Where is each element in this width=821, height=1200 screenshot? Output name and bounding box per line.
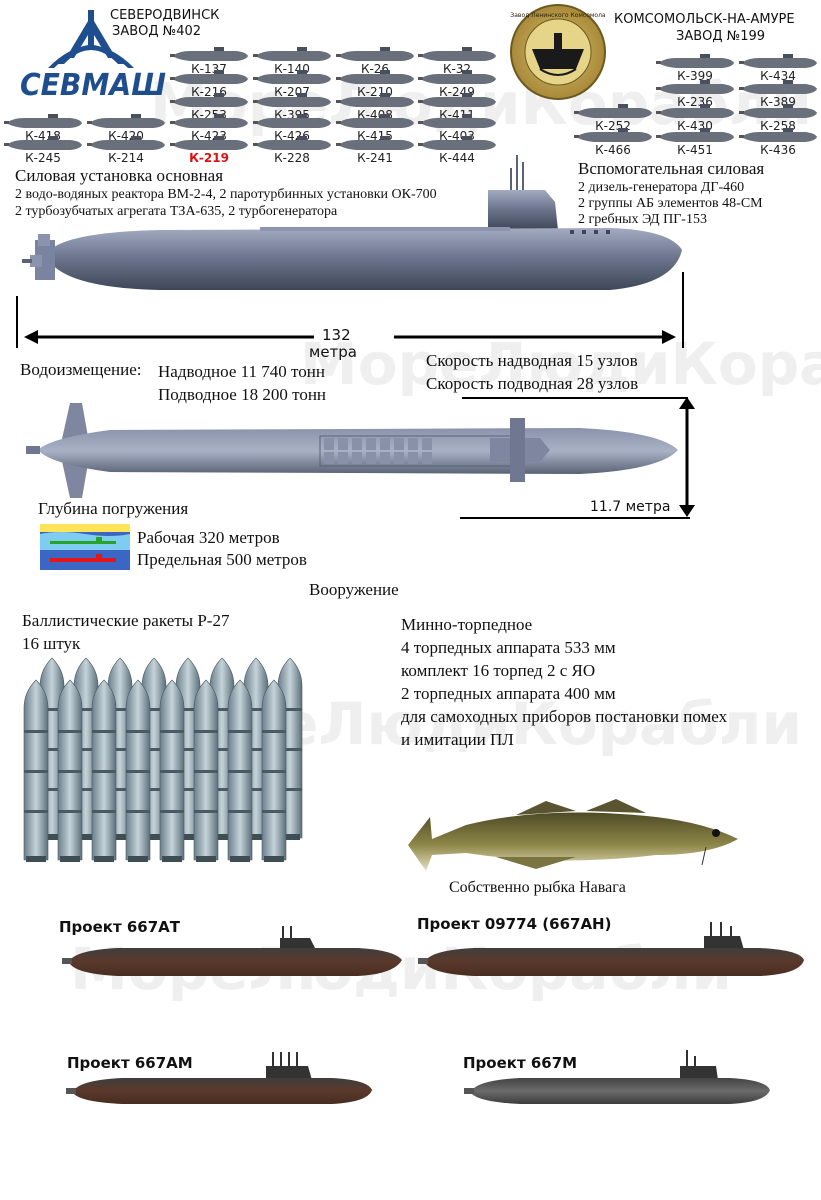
torpedo-line-1: 4 торпедных аппарата 533 мм — [401, 638, 616, 657]
project-09774-label: Проект 09774 (667АН) — [417, 915, 612, 933]
amur-boat-item: К-258 — [739, 102, 817, 136]
boat-label: К-245 — [25, 151, 61, 165]
boat-label: К-214 — [108, 151, 144, 165]
sevmash-logo-text: СЕВМАШ — [20, 68, 166, 100]
sevmash-plant: ЗАВОД №402 — [112, 24, 202, 39]
boat-label: К-466 — [595, 143, 631, 157]
aux-power-line-3: 2 гребных ЭД ПГ-153 — [578, 212, 707, 227]
boat-label: К-434 — [760, 69, 796, 83]
missiles-illustration — [23, 657, 303, 862]
depth-working: Рабочая 320 метров — [137, 528, 280, 547]
project-667m-label: Проект 667М — [463, 1054, 578, 1072]
emblem-text: Завод Ленинского Комсомола — [510, 12, 606, 19]
amur-plant: ЗАВОД №199 — [676, 29, 766, 44]
aux-power-line-2: 2 группы АБ элементов 48-СМ — [578, 196, 763, 211]
project-667m-submarine — [464, 1050, 770, 1104]
sevmash-boat-item: К-241 — [336, 134, 414, 168]
sevmash-boat-item: К-216 — [170, 68, 248, 102]
missile-item — [125, 679, 151, 862]
project-667at-submarine — [62, 926, 402, 976]
sevmash-boat-item: К-403 — [418, 112, 496, 146]
length-arrow-right-icon — [394, 330, 676, 344]
missile-item — [227, 679, 253, 862]
submarine-side-view — [22, 155, 682, 290]
amur-boat-item: К-399 — [656, 52, 734, 86]
missile-item — [23, 679, 49, 862]
boat-label: К-399 — [677, 69, 713, 83]
length-arrow-left-icon — [24, 330, 314, 344]
boat-label: К-219 — [189, 151, 229, 165]
displacement-label: Водоизмещение: — [20, 360, 142, 379]
main-power-line-1: 2 водо-водяных реактора ВМ-2-4, 2 пароту… — [15, 187, 437, 202]
depth-title: Глубина погружения — [38, 499, 189, 518]
sevmash-city: СЕВЕРОДВИНСК — [110, 8, 220, 23]
project-667am-submarine — [66, 1052, 372, 1104]
missile-item — [261, 679, 287, 862]
main-power-line-2: 2 турбозубчатых агрегата ТЗА-635, 2 турб… — [15, 204, 338, 219]
torpedo-line-4: для самоходных приборов постановки помех — [401, 707, 728, 726]
missiles-title: Баллистические ракеты Р-27 — [22, 611, 230, 630]
beam-line-top — [462, 397, 688, 399]
depth-chart-icon — [40, 524, 130, 570]
beam-value: 11.7 метра — [590, 499, 671, 515]
sevmash-boat-item: К-214 — [87, 134, 165, 168]
torpedo-line-3: 2 торпедных аппарата 400 мм — [401, 684, 616, 703]
amur-emblem-icon: Завод Ленинского Комсомола — [510, 4, 606, 100]
fish-navaga-icon — [408, 799, 738, 871]
submarine-top-view — [26, 403, 678, 498]
main-power-title: Силовая установка основная — [15, 166, 224, 185]
project-667at-label: Проект 667АТ — [59, 918, 181, 936]
sevmash-boat-item: К-418 — [4, 112, 82, 146]
fish-caption: Собственно рыбка Навага — [449, 879, 626, 896]
amur-boat-item: К-451 — [656, 126, 734, 160]
missile-item — [91, 679, 117, 862]
length-tick-left — [16, 296, 18, 348]
boat-label: К-451 — [677, 143, 713, 157]
missiles-count: 16 штук — [22, 634, 81, 653]
boat-label: К-241 — [357, 151, 393, 165]
missile-item — [193, 679, 219, 862]
speed-surface: Скорость надводная 15 узлов — [426, 351, 638, 370]
missile-item — [57, 679, 83, 862]
boat-label: К-444 — [439, 151, 475, 165]
length-value: 132 — [322, 326, 351, 344]
sevmash-boat-item: К-444 — [418, 134, 496, 168]
sevmash-logo-icon: СЕВМАШ — [20, 10, 166, 100]
amur-boat-item: К-434 — [739, 52, 817, 86]
displacement-surface: Надводное 11 740 тонн — [158, 362, 325, 381]
sevmash-boat-item: К-219 — [170, 134, 248, 168]
watermark-2: МореЛюдиКорабли — [300, 330, 821, 398]
torpedo-line-5: и имитации ПЛ — [401, 730, 514, 749]
aux-power-title: Вспомогательная силовая — [578, 159, 765, 178]
project-667am-label: Проект 667АМ — [67, 1054, 193, 1072]
speed-submerged: Скорость подводная 28 узлов — [426, 374, 639, 393]
length-unit: метра — [309, 343, 357, 361]
project-09774-submarine — [418, 922, 804, 976]
beam-line-bottom — [460, 517, 690, 519]
amur-city: КОМСОМОЛЬСК-НА-АМУРЕ — [614, 12, 795, 27]
amur-boat-item: К-436 — [739, 126, 817, 160]
torpedo-title: Минно-торпедное — [401, 615, 533, 634]
length-tick-right — [682, 272, 684, 348]
sevmash-boat-item: К-228 — [253, 134, 331, 168]
aux-power-line-1: 2 дизель-генератора ДГ-460 — [578, 180, 745, 195]
torpedo-line-2: комплект 16 торпед 2 с ЯО — [401, 661, 596, 680]
sevmash-boat-item: К-245 — [4, 134, 82, 168]
boat-label: К-228 — [274, 151, 310, 165]
depth-max: Предельная 500 метров — [137, 550, 307, 569]
sevmash-boat-item: К-426 — [253, 112, 331, 146]
beam-arrow-icon — [679, 397, 695, 517]
armament-title: Вооружение — [309, 580, 399, 599]
amur-boat-item: К-466 — [574, 126, 652, 160]
missile-item — [159, 679, 185, 862]
boat-label: К-436 — [760, 143, 796, 157]
displacement-submerged: Подводное 18 200 тонн — [158, 385, 327, 404]
